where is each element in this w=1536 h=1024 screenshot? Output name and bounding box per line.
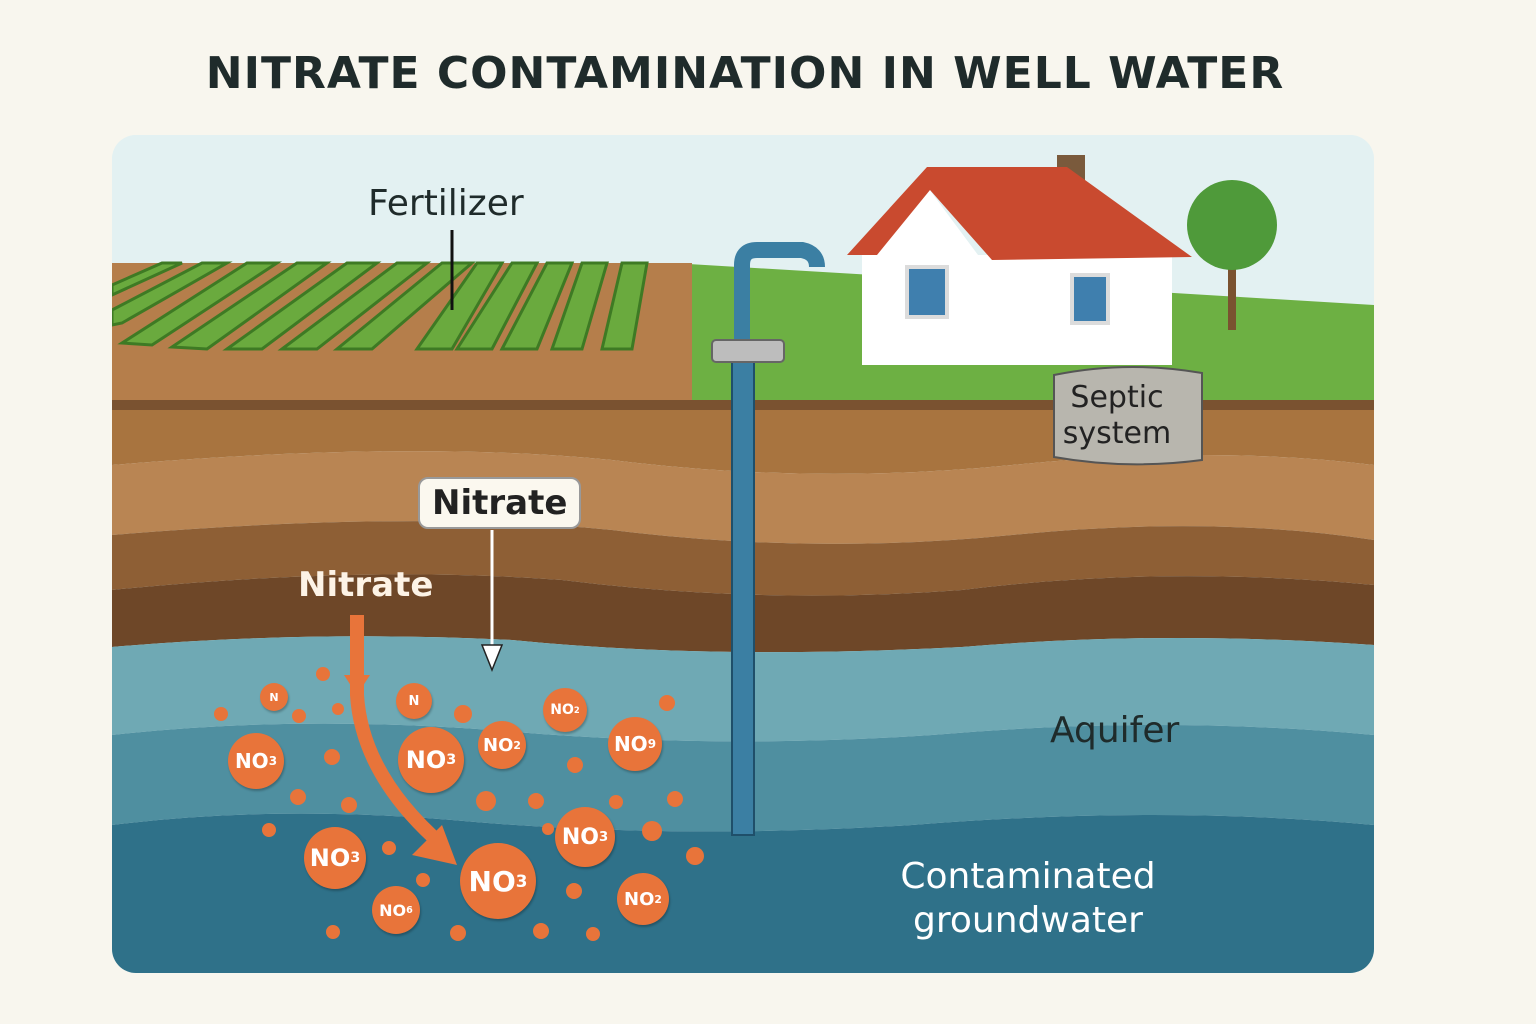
nitrate-particle <box>542 823 554 835</box>
nitrate-particle <box>533 923 549 939</box>
nitrate-box-label: Nitrate <box>418 477 582 529</box>
fertilizer-label: Fertilizer <box>368 183 524 224</box>
crop-rows <box>112 261 649 351</box>
nitrate-particle <box>450 925 466 941</box>
house-illustration <box>847 155 1192 365</box>
nitrate-particle <box>566 883 582 899</box>
nitrate-particle <box>586 927 600 941</box>
nitrate-particle <box>382 841 396 855</box>
nitrate-particle <box>326 925 340 939</box>
contaminated-label-line1: Contaminated <box>900 856 1156 897</box>
well-pipe <box>711 242 825 836</box>
diagram-title: NITRATE CONTAMINATION IN WELL WATER <box>205 48 1285 99</box>
nitrate-particle <box>332 703 344 715</box>
nitrate-particle <box>262 823 276 837</box>
nitrate-ion: N <box>260 683 288 711</box>
nitrate-particle <box>686 847 704 865</box>
diagram-panel: Fertilizer Septic system Nitrate Nitrate… <box>112 135 1374 973</box>
nitrate-ion: N <box>396 683 432 719</box>
nitrate-arrow-label: Nitrate <box>298 565 434 605</box>
scene-illustration <box>112 135 1374 973</box>
nitrate-flow-arrow <box>350 615 447 851</box>
nitrate-particle <box>476 791 496 811</box>
septic-tank <box>1053 365 1203 466</box>
nitrate-particle <box>290 789 306 805</box>
nitrate-particle <box>609 795 623 809</box>
nitrate-particle <box>659 695 675 711</box>
septic-label-line2: system <box>1062 416 1172 451</box>
contaminated-label-line2: groundwater <box>913 900 1143 941</box>
nitrate-down-arrow-icon <box>480 644 504 673</box>
nitrate-particle <box>642 821 662 841</box>
nitrate-particle <box>416 873 430 887</box>
nitrate-particle <box>667 791 683 807</box>
nitrate-particle <box>292 709 306 723</box>
contaminated-groundwater-label: Contaminated groundwater <box>898 855 1158 943</box>
nitrate-particle <box>528 793 544 809</box>
aquifer-label: Aquifer <box>1050 710 1180 751</box>
nitrate-particle <box>341 797 357 813</box>
septic-system-label: Septic system <box>1062 380 1172 452</box>
tree-illustration <box>1187 180 1277 330</box>
nitrate-particle <box>214 707 228 721</box>
nitrate-particle <box>454 705 472 723</box>
septic-label-line1: Septic <box>1070 380 1164 415</box>
nitrate-particle <box>567 757 583 773</box>
nitrate-particle <box>324 749 340 765</box>
nitrate-particle <box>316 667 330 681</box>
